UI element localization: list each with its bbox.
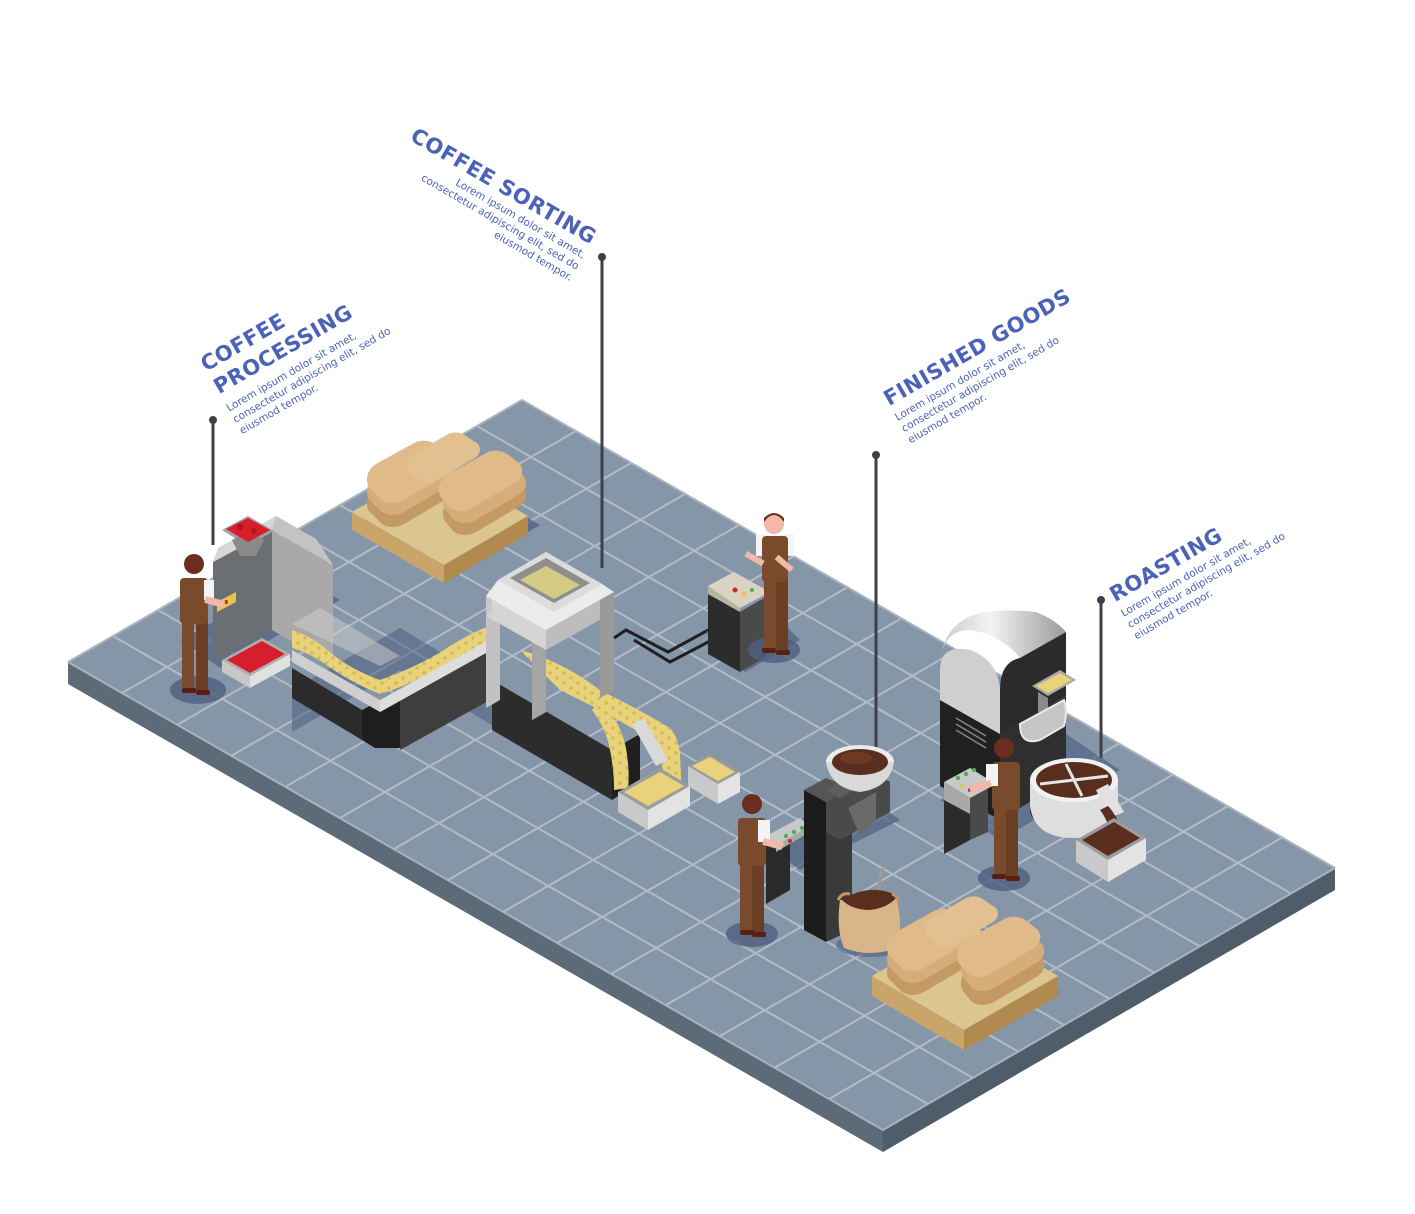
sack-stack (887, 896, 1045, 1005)
conveyor-belt (292, 608, 520, 750)
sack-pallet-top (352, 432, 540, 583)
red-cherry-hopper (222, 516, 274, 556)
roaster-output-tray (1076, 818, 1146, 882)
sorting-output-tray-left (618, 768, 690, 830)
label-coffee-sorting: COFFEE SORTING Lorem ipsum dolor sit ame… (407, 123, 601, 283)
power-cable (613, 626, 713, 654)
sorting-machine (486, 552, 740, 830)
conveyor-beans-yellow (292, 624, 496, 694)
floor-side-right (883, 868, 1335, 1152)
roaster-drum (940, 610, 1066, 700)
label-coffee-processing: COFFEE PROCESSING Lorem ipsum dolor sit … (197, 300, 393, 437)
label-poles (209, 253, 1105, 758)
grinder-machine (760, 745, 900, 942)
processing-machine-front (213, 530, 272, 662)
red-bean-tray (222, 638, 290, 688)
worker-processing (170, 554, 226, 704)
roaster-machine (940, 610, 1146, 882)
worker-finished-goods (726, 794, 784, 947)
sack-pallet-bottom (872, 896, 1060, 1050)
sorting-output-tray-right (688, 754, 740, 804)
label-finished-goods: FINISHED GOODS Lorem ipsum dolor sit ame… (880, 284, 1075, 446)
roaster-control-panel (944, 767, 996, 854)
scoop-icon (876, 867, 885, 891)
worker-roasting (968, 738, 1030, 891)
ground-coffee-sack (836, 867, 904, 957)
sack-stack (367, 432, 527, 535)
worker-sorting (744, 513, 800, 663)
processing-station (180, 516, 340, 688)
floor-side-left (68, 662, 883, 1152)
label-roasting: ROASTING Lorem ipsum dolor sit amet, con… (1106, 523, 1288, 642)
